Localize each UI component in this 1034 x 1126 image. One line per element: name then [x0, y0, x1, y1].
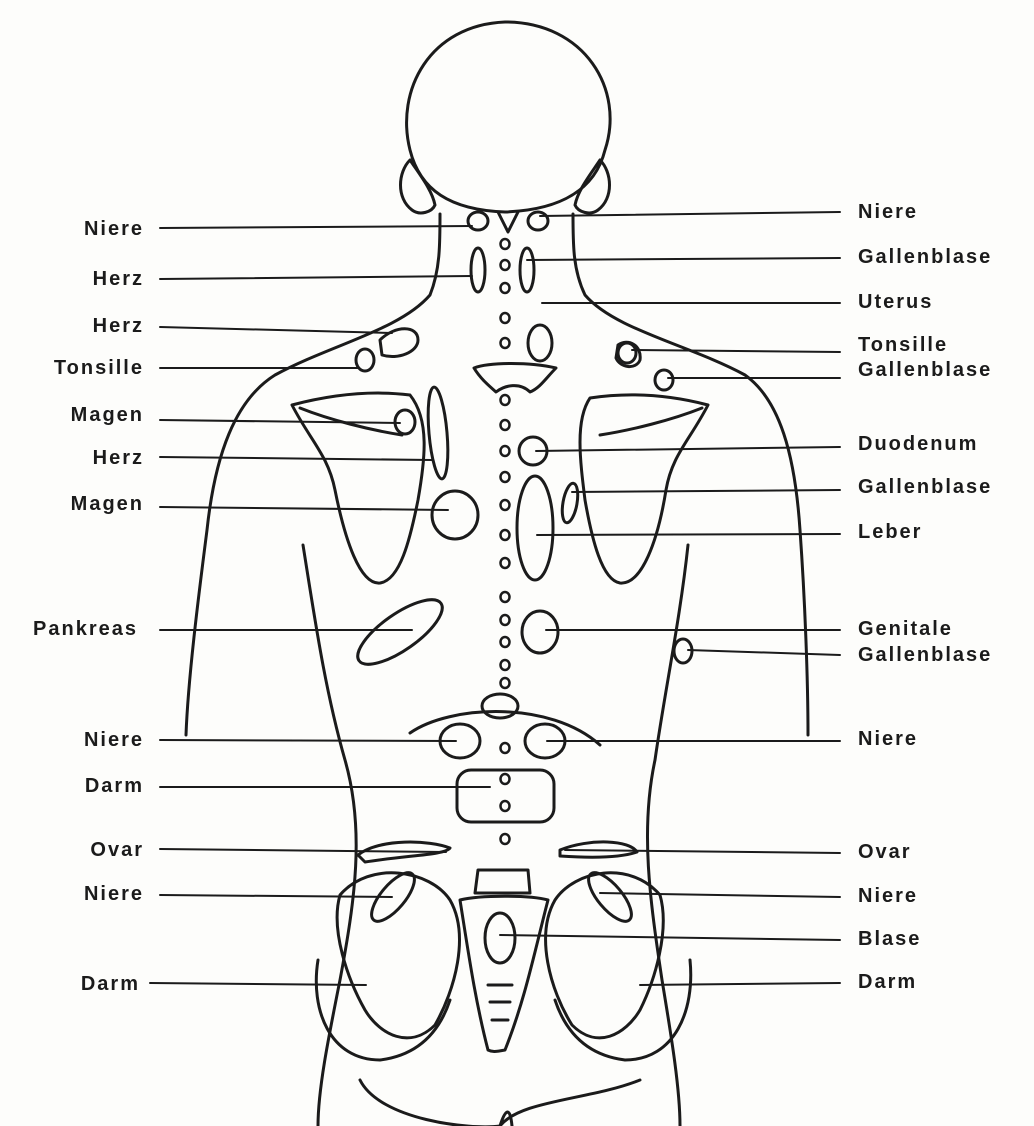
point-lumbar-center	[482, 694, 518, 718]
leader-lines-left	[150, 226, 490, 985]
neck-v	[498, 212, 518, 232]
left-pelvic-outer	[316, 960, 450, 1060]
point-genitale	[522, 611, 558, 653]
label-left-niere-3: Niere	[20, 882, 144, 906]
label-left-darm-2: Darm	[20, 972, 140, 996]
label-left-pankreas: Pankreas	[0, 617, 138, 641]
point-leber	[517, 476, 553, 580]
right-iliac	[546, 873, 664, 1038]
label-left-herz-1: Herz	[20, 267, 144, 291]
label-right-duodenum: Duodenum	[858, 432, 978, 456]
label-left-herz-2: Herz	[20, 314, 144, 338]
point-blase	[485, 913, 515, 963]
label-left-niere-2: Niere	[20, 728, 144, 752]
label-right-ovar: Ovar	[858, 840, 912, 864]
label-right-blase: Blase	[858, 927, 921, 951]
left-flank	[303, 545, 356, 1126]
label-right-niere-1: Niere	[858, 200, 918, 224]
label-right-genitale: Genitale	[858, 617, 953, 641]
right-ear	[575, 160, 610, 213]
point-magen-lower	[432, 491, 478, 539]
label-right-niere-2: Niere	[858, 727, 918, 751]
label-left-ovar: Ovar	[20, 838, 144, 862]
label-right-leber: Leber	[858, 520, 922, 544]
buttocks	[360, 1080, 640, 1126]
right-flank	[647, 545, 688, 1126]
point-niere-right-neck	[528, 212, 548, 230]
spine-dots	[501, 239, 510, 844]
point-niere-left-neck	[468, 212, 488, 230]
label-right-gallenblase-1: Gallenblase	[858, 245, 992, 269]
label-right-tonsille: Tonsille	[858, 333, 948, 357]
label-left-magen-1: Magen	[20, 403, 144, 427]
torso-left-outline	[186, 214, 440, 735]
point-gallenblase-right-shoulder	[655, 370, 673, 390]
point-herz-mid	[425, 386, 451, 479]
label-left-herz-3: Herz	[20, 446, 144, 470]
head-outline	[407, 22, 611, 212]
label-right-darm: Darm	[858, 970, 917, 994]
cervical-plate	[474, 364, 556, 393]
coccyx-lines	[488, 985, 512, 1020]
label-left-magen-2: Magen	[20, 492, 144, 516]
label-right-niere-3: Niere	[858, 884, 918, 908]
point-darm-upper	[457, 770, 554, 822]
label-right-uterus: Uterus	[858, 290, 933, 314]
point-gallenblase-right-neck	[520, 248, 534, 292]
label-left-niere-1: Niere	[20, 217, 144, 241]
sacrum	[460, 896, 548, 1051]
point-tonsille-right	[618, 343, 636, 363]
right-scapula	[580, 395, 708, 583]
point-herz-left-neck	[471, 248, 485, 292]
label-right-gallenblase-3: Gallenblase	[858, 475, 992, 499]
point-pankreas	[349, 589, 452, 676]
sacrum-top	[475, 870, 530, 893]
label-left-tonsille: Tonsille	[10, 356, 144, 380]
point-uterus	[528, 325, 552, 361]
right-scapula-spine	[600, 408, 702, 435]
right-pelvic-outer	[555, 960, 691, 1060]
label-right-gallenblase-4: Gallenblase	[858, 643, 992, 667]
point-gallenblase-mid	[560, 482, 581, 524]
label-left-darm-1: Darm	[20, 774, 144, 798]
leader-lines-right	[500, 212, 840, 985]
label-right-gallenblase-2: Gallenblase	[858, 358, 992, 382]
